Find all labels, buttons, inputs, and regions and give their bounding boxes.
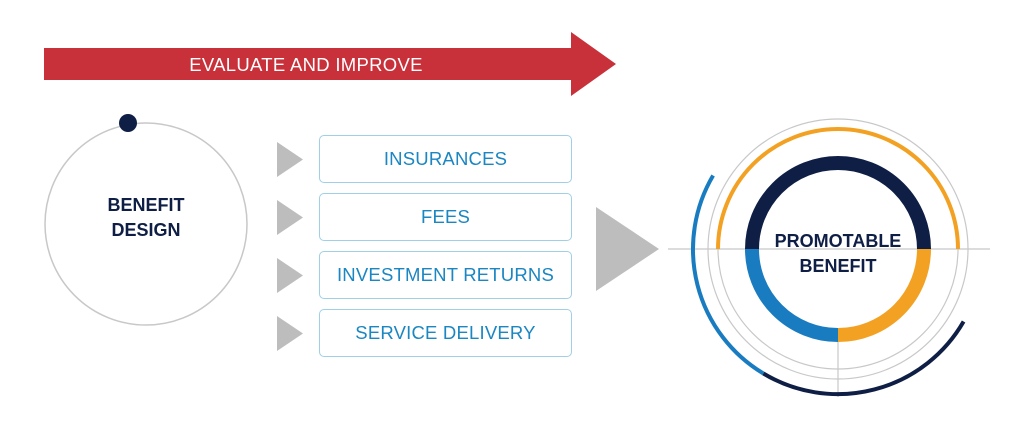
factor-box-fees: FEES (319, 193, 572, 241)
banner-label: EVALUATE AND IMPROVE (189, 54, 423, 75)
benefit-design-line1: BENEFIT (107, 195, 184, 215)
factor-box-service-delivery: SERVICE DELIVERY (319, 309, 572, 357)
factor-label: INVESTMENT RETURNS (336, 264, 555, 285)
blue-outer-arc (691, 174, 765, 376)
factor-box-insurances: INSURANCES (319, 135, 572, 183)
factor-label: INSURANCES (383, 148, 508, 169)
navy-outer-arc (762, 320, 966, 397)
benefit-design-circle (44, 122, 248, 326)
factor-box-investment-returns: INVESTMENT RETURNS (319, 251, 572, 299)
orange-inner-segment (837, 248, 931, 342)
outer-ring (707, 118, 969, 380)
benefit-design-line2: DESIGN (111, 220, 180, 240)
evaluate-improve-arrow (44, 32, 616, 96)
navy-inner-segment (745, 156, 931, 250)
pointer-triangle (277, 200, 303, 235)
blue-inner-segment (745, 248, 839, 342)
pointer-triangle (277, 316, 303, 351)
circle-marker-dot (119, 114, 137, 132)
pointer-triangle (277, 142, 303, 177)
promotable-benefit-line2: BENEFIT (799, 256, 876, 276)
pointer-triangle (277, 258, 303, 293)
factor-label: FEES (420, 206, 471, 227)
promotable-benefit-target: PROMOTABLE BENEFIT (668, 118, 990, 397)
result-pointer-triangle (596, 207, 659, 291)
factor-label: SERVICE DELIVERY (355, 322, 536, 343)
promotable-benefit-line1: PROMOTABLE (775, 231, 902, 251)
orange-outer-arc (716, 127, 960, 250)
